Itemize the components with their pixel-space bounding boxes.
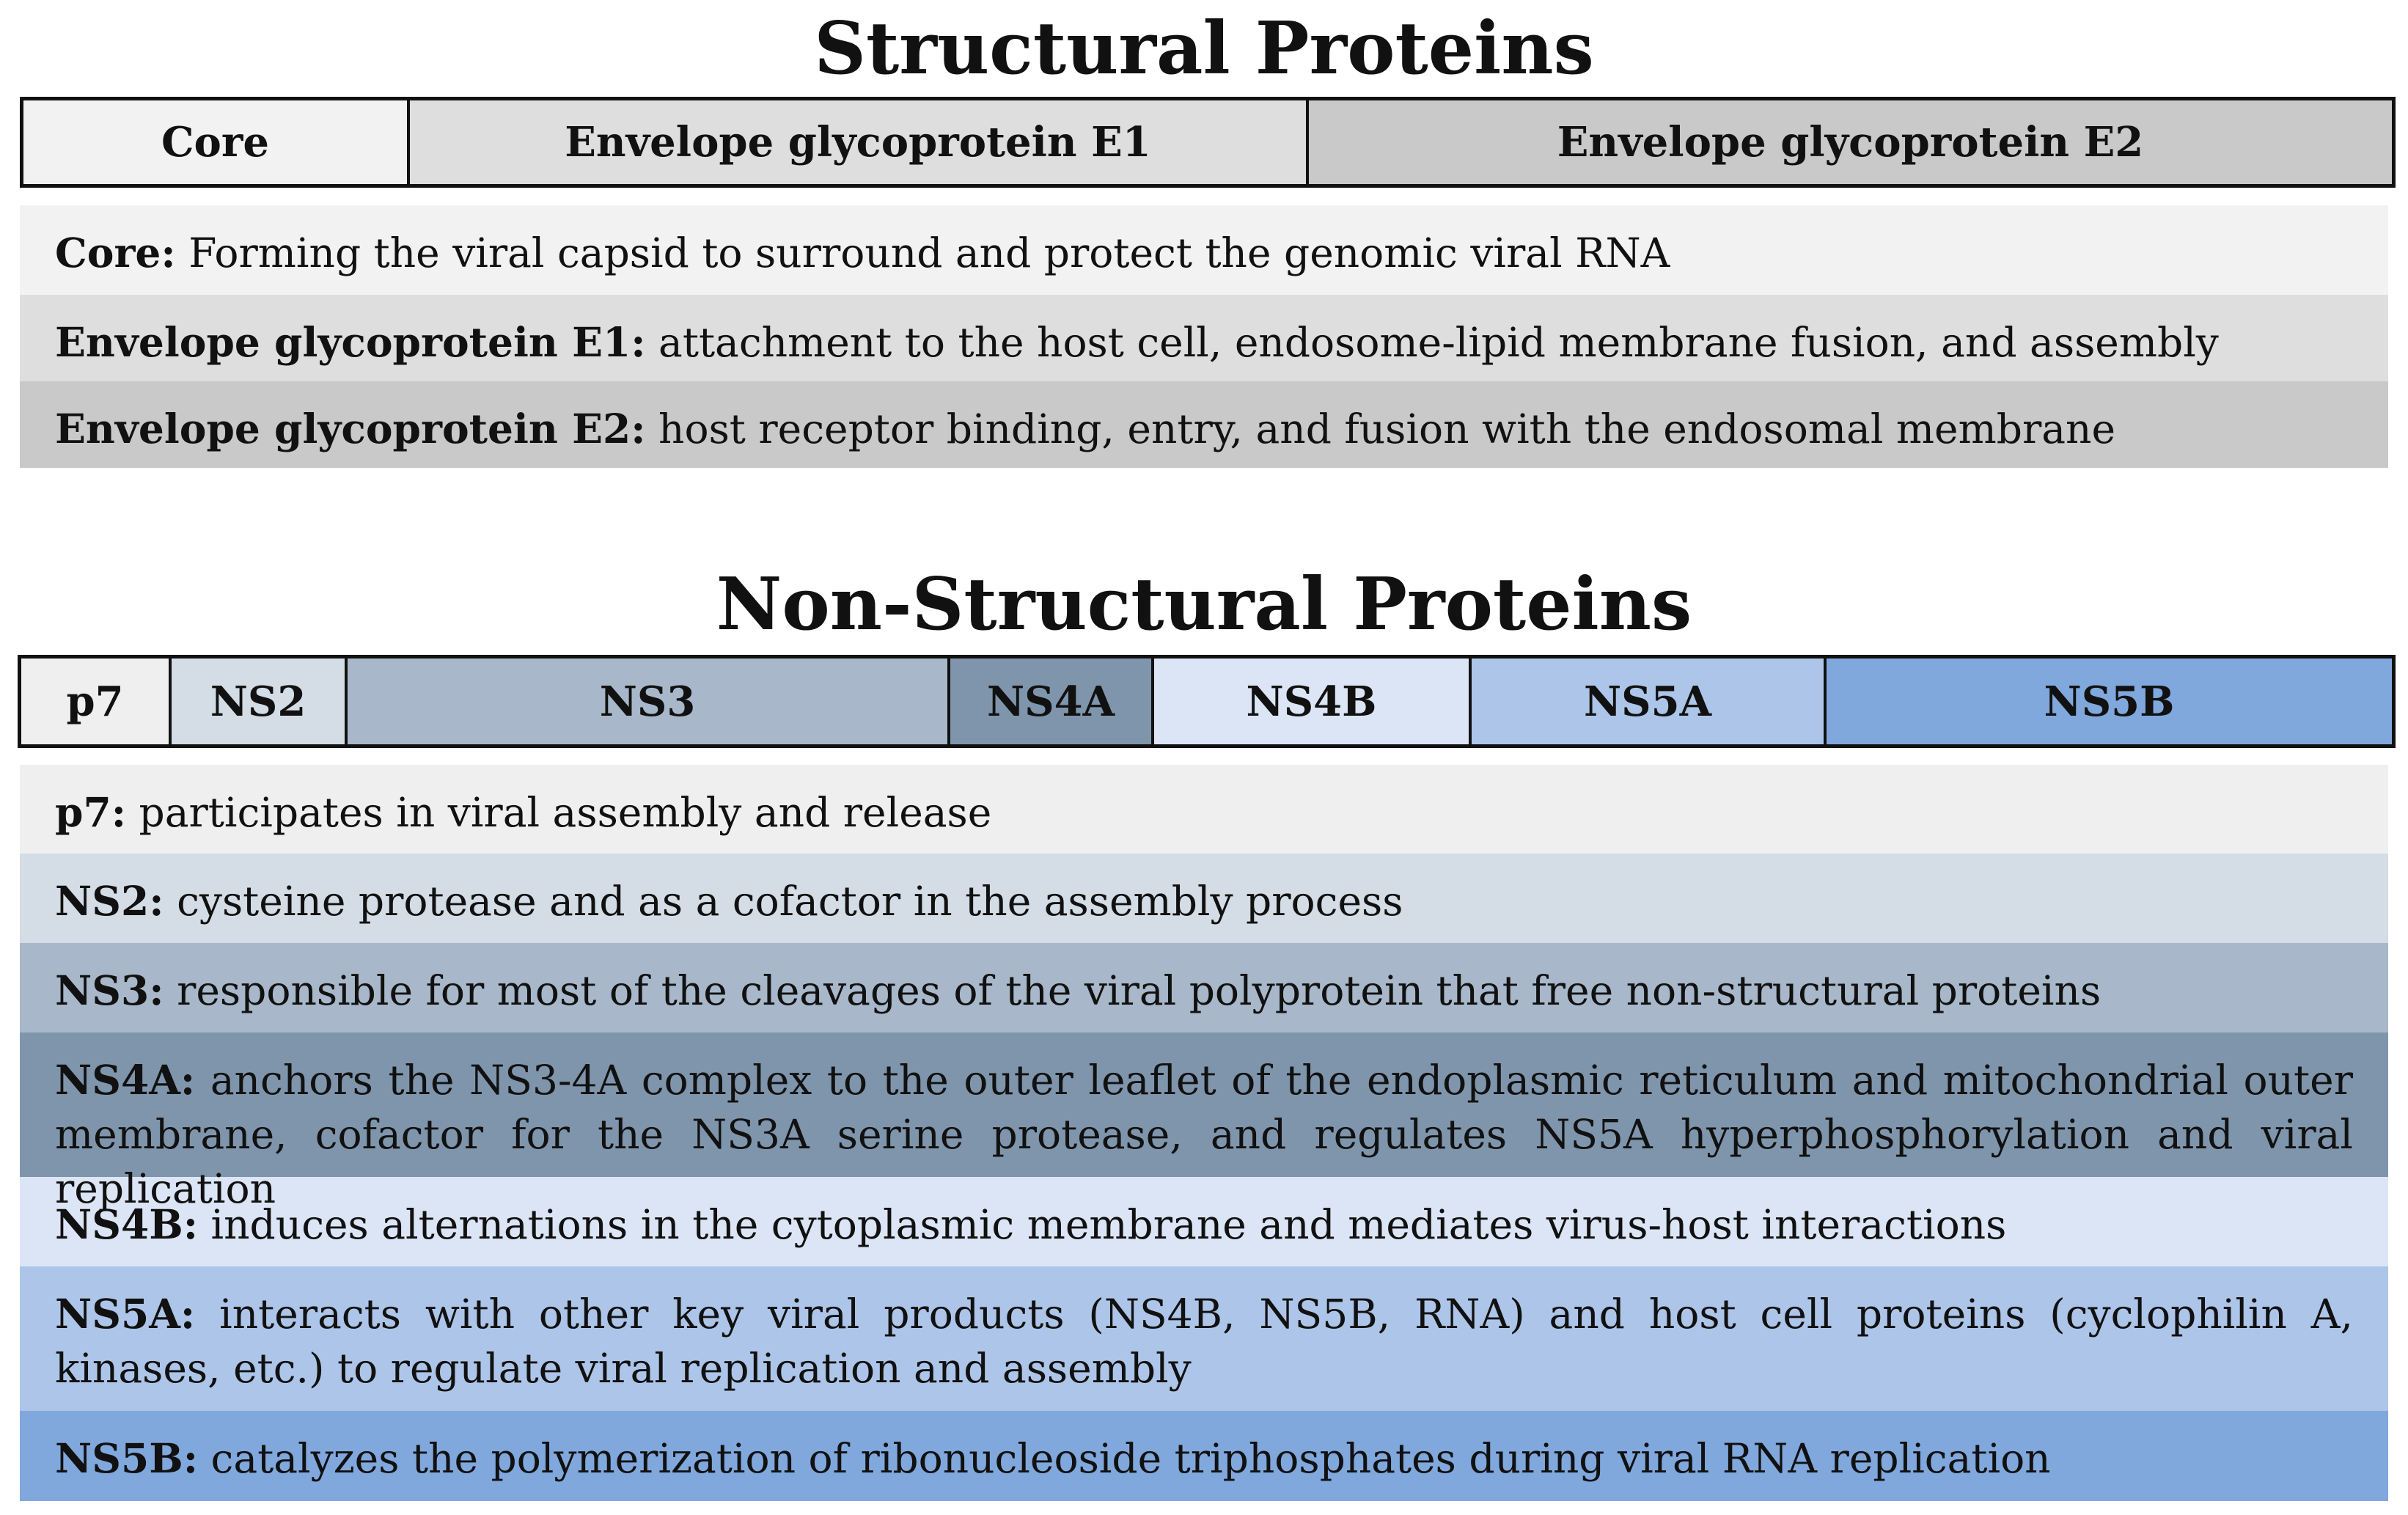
description-term: Envelope glycoprotein E2: [55, 405, 646, 452]
description-text: catalyzes the polymerization of ribonucl… [210, 1435, 2051, 1482]
non-structural-proteins-title: Non-Structural Proteins [716, 562, 1692, 647]
description-term: NS4B: [55, 1200, 199, 1248]
description-term: NS5B: [55, 1434, 199, 1482]
description-text: interacts with other key viral products … [55, 1291, 2353, 1392]
description-text: anchors the NS3-4A complex to the outer … [55, 1057, 2353, 1212]
description-p7: p7: participates in viral assembly and r… [20, 765, 2388, 854]
description-ns4a: NS4A: anchors the NS3-4A complex to the … [20, 1032, 2388, 1212]
description-ns5b: NS5B: catalyzes the polymerization of ri… [20, 1411, 2388, 1501]
description-ns3: NS3: responsible for most of the cleavag… [20, 943, 2388, 1032]
description-term: NS3: [55, 966, 164, 1014]
description-ns4b: NS4B: induces alternations in the cytopl… [20, 1177, 2388, 1266]
description-e2: Envelope glycoprotein E2: host receptor … [20, 381, 2388, 468]
non-structural-protein-bar: p7 NS2 NS3 NS4A NS4B NS5A NS5B [18, 655, 2396, 748]
segment-ns2: NS2 [172, 659, 348, 744]
description-ns2: NS2: cysteine protease and as a cofactor… [20, 854, 2388, 943]
description-term: p7: [55, 788, 127, 836]
segment-ns5b: NS5B [1827, 659, 2392, 744]
description-term: NS2: [55, 877, 164, 925]
description-text: attachment to the host cell, endosome-li… [658, 319, 2219, 366]
description-text: Forming the viral capsid to surround and… [188, 230, 1670, 276]
segment-core: Core [23, 100, 410, 184]
segment-e1: Envelope glycoprotein E1 [410, 100, 1309, 184]
description-term: NS5A: [55, 1290, 196, 1338]
structural-descriptions: Core: Forming the viral capsid to surrou… [20, 205, 2388, 468]
non-structural-descriptions: p7: participates in viral assembly and r… [20, 765, 2388, 1501]
description-text: responsible for most of the cleavages of… [177, 967, 2102, 1014]
segment-ns3: NS3 [348, 659, 950, 744]
structural-protein-bar: Core Envelope glycoprotein E1 Envelope g… [20, 97, 2396, 188]
description-text: host receptor binding, entry, and fusion… [658, 406, 2116, 452]
description-e1: Envelope glycoprotein E1: attachment to … [20, 295, 2388, 381]
description-term: Envelope glycoprotein E1: [55, 318, 646, 366]
description-text: participates in viral assembly and relea… [139, 789, 992, 836]
segment-ns4a: NS4A [950, 659, 1154, 744]
description-term: Core: [55, 229, 176, 276]
structural-proteins-title: Structural Proteins [814, 7, 1594, 91]
segment-p7: p7 [21, 659, 172, 744]
description-core: Core: Forming the viral capsid to surrou… [20, 205, 2388, 295]
description-ns5a: NS5A: interacts with other key viral pro… [20, 1266, 2388, 1411]
description-term: NS4A: [55, 1056, 196, 1104]
segment-ns5a: NS5A [1472, 659, 1827, 744]
description-text: induces alternations in the cytoplasmic … [210, 1201, 2007, 1248]
description-text: cysteine protease and as a cofactor in t… [177, 878, 1403, 925]
segment-e2: Envelope glycoprotein E2 [1309, 100, 2392, 184]
segment-ns4b: NS4B [1154, 659, 1472, 744]
